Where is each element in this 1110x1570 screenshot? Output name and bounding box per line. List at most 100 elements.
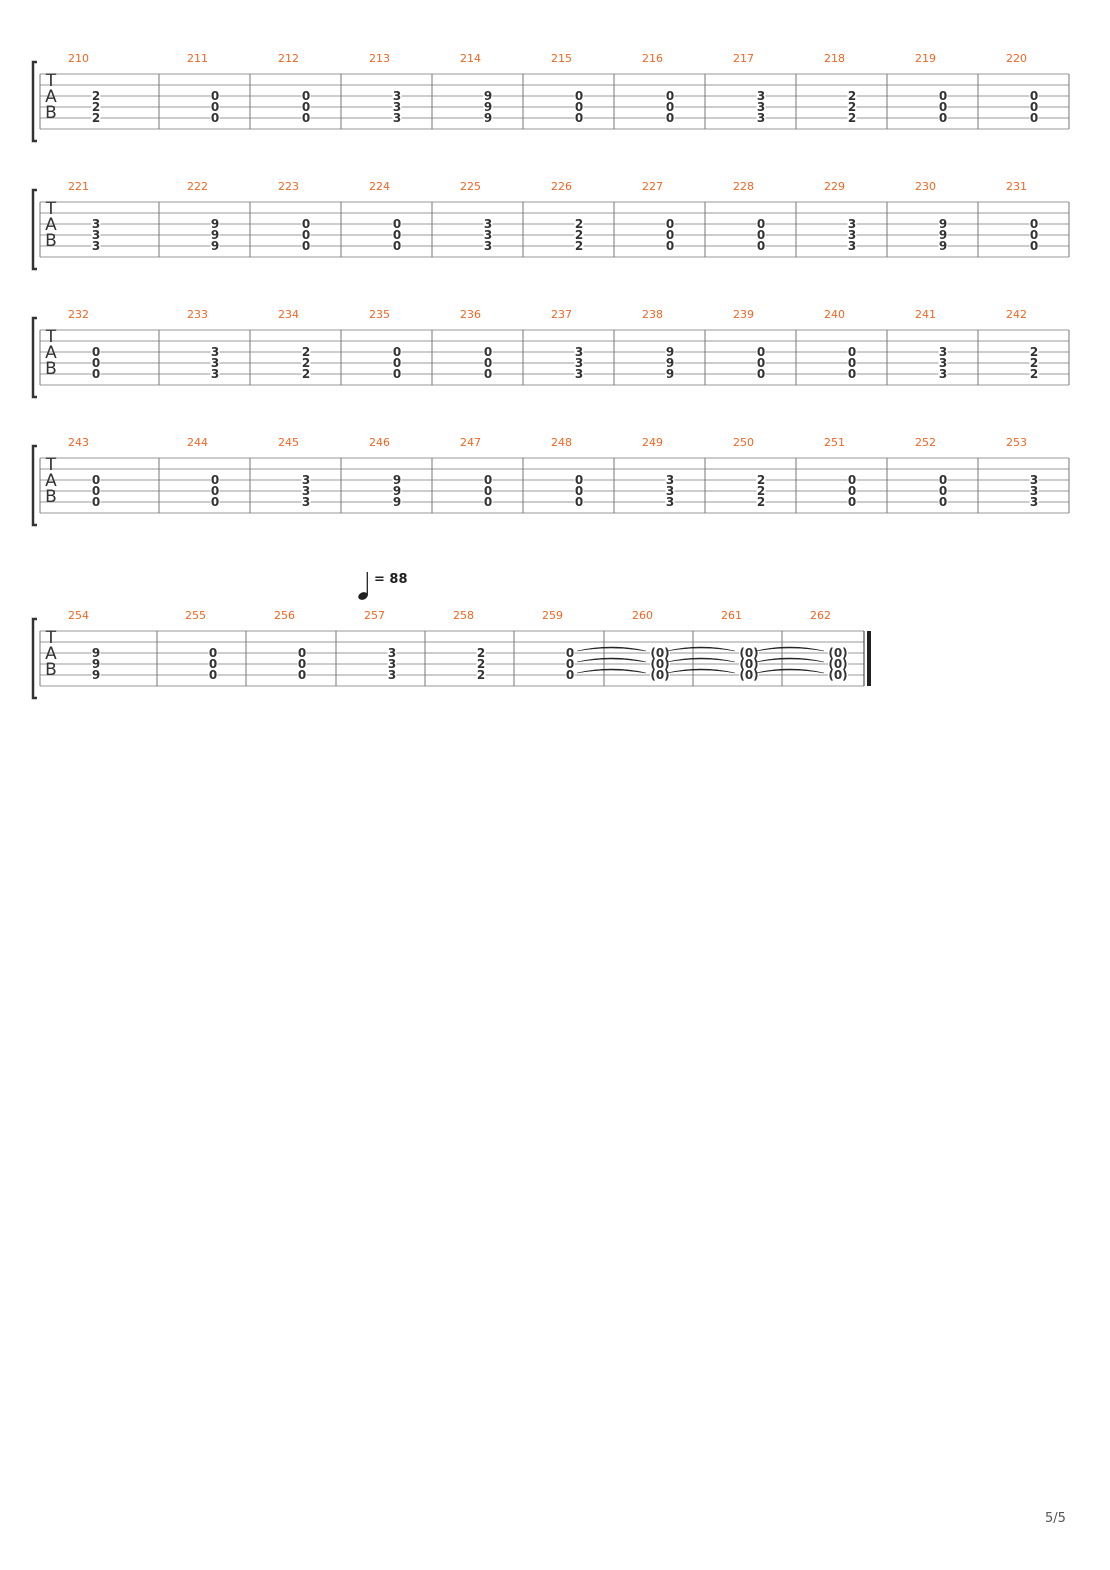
- fret-number: 9: [939, 228, 947, 242]
- measure-number: 230: [915, 180, 936, 193]
- fret-mask: [476, 659, 486, 670]
- fret-number: 0: [757, 367, 765, 381]
- fret-number: 0: [575, 473, 583, 487]
- fret-mask: [847, 102, 857, 113]
- fret-mask: [297, 670, 307, 681]
- fret-number: 0: [211, 495, 219, 509]
- fret-number: 3: [388, 657, 396, 671]
- fret-mask: [210, 113, 220, 124]
- fret-number: 0: [1030, 239, 1038, 253]
- fret-number: 3: [848, 228, 856, 242]
- fret-mask: [301, 102, 311, 113]
- measure-number: 236: [460, 308, 481, 321]
- fret-mask: [938, 486, 948, 497]
- fret-number: 3: [1030, 473, 1038, 487]
- fret-number: 2: [302, 345, 310, 359]
- fret-mask: [665, 497, 675, 508]
- fret-number: 0: [302, 217, 310, 231]
- fret-number: 9: [484, 89, 492, 103]
- measure-number: 211: [187, 52, 208, 65]
- fret-mask: [91, 241, 101, 252]
- fret-mask: [847, 241, 857, 252]
- fret-mask: [938, 230, 948, 241]
- fret-mask: [756, 91, 766, 102]
- fret-number: (0): [650, 646, 669, 660]
- fret-mask: [574, 347, 584, 358]
- fret-number: 3: [484, 217, 492, 231]
- fret-number: 3: [666, 473, 674, 487]
- fret-number: 2: [477, 646, 485, 660]
- measure-number: 244: [187, 436, 208, 449]
- fret-number: 3: [393, 100, 401, 114]
- fret-mask: [756, 230, 766, 241]
- fret-mask: [665, 369, 675, 380]
- tab-clef-letter: T: [45, 327, 57, 347]
- fret-mask: [392, 230, 402, 241]
- fret-mask: [756, 241, 766, 252]
- fret-mask: [847, 369, 857, 380]
- fret-mask: [756, 486, 766, 497]
- fret-mask: [665, 475, 675, 486]
- fret-number: 3: [757, 100, 765, 114]
- measure-number: 222: [187, 180, 208, 193]
- fret-number: 0: [939, 111, 947, 125]
- fret-number: 0: [1030, 89, 1038, 103]
- fret-number: 0: [209, 646, 217, 660]
- fret-mask: [574, 241, 584, 252]
- tie-arc: [666, 646, 736, 652]
- fret-number: 0: [298, 646, 306, 660]
- fret-mask: [208, 670, 218, 681]
- fret-number: 0: [939, 473, 947, 487]
- fret-number: 0: [92, 345, 100, 359]
- tab-clef-letter: T: [45, 628, 57, 648]
- fret-number: 2: [575, 239, 583, 253]
- fret-mask: [650, 648, 670, 659]
- tie-arc: [755, 668, 825, 674]
- fret-mask: [387, 648, 397, 659]
- fret-mask: [756, 497, 766, 508]
- fret-mask: [392, 91, 402, 102]
- fret-number: 0: [302, 89, 310, 103]
- fret-mask: [91, 648, 101, 659]
- measure-number: 260: [632, 609, 653, 622]
- tab-clef-letter: B: [45, 487, 57, 507]
- fret-mask: [1029, 475, 1039, 486]
- fret-number: 0: [211, 111, 219, 125]
- tie-arc: [576, 668, 647, 674]
- fret-mask: [739, 670, 759, 681]
- fret-number: 3: [211, 345, 219, 359]
- fret-number: (0): [739, 657, 758, 671]
- fret-mask: [301, 497, 311, 508]
- fret-mask: [1029, 113, 1039, 124]
- fret-number: 3: [92, 239, 100, 253]
- fret-mask: [665, 230, 675, 241]
- fret-number: 0: [575, 495, 583, 509]
- fret-number: 0: [666, 228, 674, 242]
- fret-number: 0: [939, 484, 947, 498]
- fret-mask: [938, 91, 948, 102]
- fret-mask: [665, 219, 675, 230]
- fret-number: 2: [848, 89, 856, 103]
- fret-number: 2: [575, 217, 583, 231]
- fret-number: 3: [848, 217, 856, 231]
- fret-number: 2: [757, 484, 765, 498]
- fret-mask: [483, 113, 493, 124]
- fret-mask: [756, 102, 766, 113]
- fret-number: 0: [575, 100, 583, 114]
- fret-mask: [483, 369, 493, 380]
- fret-mask: [847, 219, 857, 230]
- fret-mask: [91, 358, 101, 369]
- fret-number: 0: [566, 657, 574, 671]
- measure-number: 227: [642, 180, 663, 193]
- measure-number: 257: [364, 609, 385, 622]
- tab-system: TAB2102222110002120002133332149992150002…: [31, 52, 1070, 143]
- tab-system: TAB2320002333332342222350002360002373332…: [31, 308, 1070, 399]
- fret-number: 0: [848, 473, 856, 487]
- fret-number: 0: [302, 239, 310, 253]
- fret-mask: [756, 219, 766, 230]
- system-bracket: [31, 444, 37, 527]
- fret-number: 2: [1030, 367, 1038, 381]
- fret-mask: [91, 497, 101, 508]
- fret-mask: [476, 670, 486, 681]
- fret-number: 3: [302, 484, 310, 498]
